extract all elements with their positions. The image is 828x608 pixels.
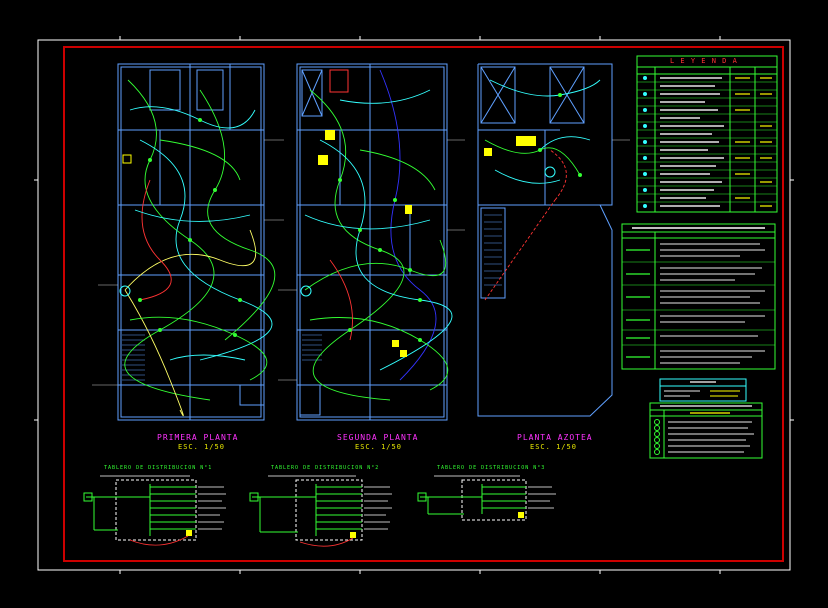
plan-scale-2: ESC. 1/50 [355, 443, 402, 451]
border-ticks [34, 36, 794, 574]
plan-scale-1: ESC. 1/50 [178, 443, 225, 451]
legend-title: L E Y E N D A [670, 57, 738, 65]
panel-schematic-3 [417, 475, 556, 521]
outer-frame [37, 39, 791, 571]
inner-frame [63, 46, 784, 562]
circuit-schedule-table [649, 402, 763, 459]
plan-segunda-planta [278, 63, 465, 421]
plan-planta-azotea [477, 63, 630, 417]
legend-table [636, 55, 778, 213]
panel-title-1: TABLERO DE DISTRIBUCION N°1 [104, 465, 213, 471]
small-legend-box [659, 378, 747, 402]
panel-title-2: TABLERO DE DISTRIBUCION N°2 [271, 465, 380, 471]
specifications-table [621, 223, 776, 370]
plan-scale-3: ESC. 1/50 [530, 443, 577, 451]
plan-title-2: SEGUNDA PLANTA [337, 433, 419, 442]
plan-primera-planta [92, 63, 284, 421]
plan-title-1: PRIMERA PLANTA [157, 433, 239, 442]
panel-schematic-1 [83, 475, 226, 546]
plan-title-3: PLANTA AZOTEA [517, 433, 593, 442]
panel-schematic-2 [249, 475, 392, 547]
panel-title-3: TABLERO DE DISTRIBUCION N°3 [437, 465, 546, 471]
